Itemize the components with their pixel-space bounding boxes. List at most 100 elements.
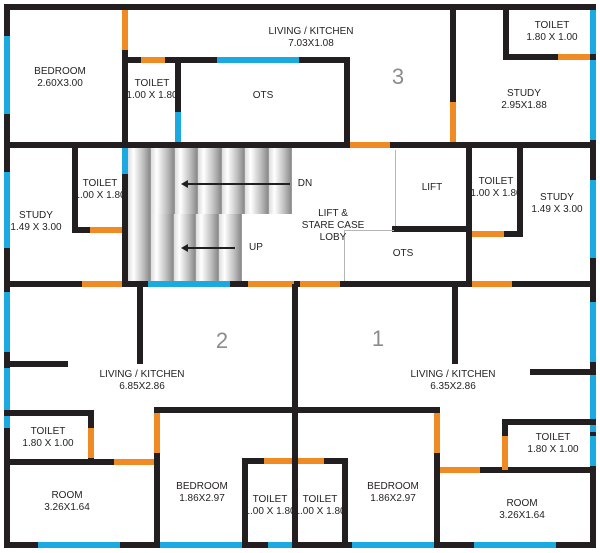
room-label-lobby: LIFT & STARE CASE LOBY xyxy=(301,208,365,243)
lift-partition xyxy=(395,150,396,228)
wall xyxy=(72,145,78,233)
room-label-room: ROOM 3.26X1.64 xyxy=(499,498,545,521)
room-label-toilet: TOILET 1.00 X 1.80 xyxy=(470,176,522,199)
window xyxy=(590,60,596,140)
ots-partition xyxy=(344,230,394,231)
wall xyxy=(344,57,350,145)
room-label-toilet: TOILET 1.00 X 1.80 xyxy=(74,178,126,201)
wall xyxy=(4,142,596,148)
window xyxy=(474,542,556,548)
room-label-living-kitchen: LIVING / KITCHEN 7.03X1.08 xyxy=(268,26,354,49)
window xyxy=(217,57,299,63)
wall xyxy=(450,4,456,148)
arrow-left-icon xyxy=(181,244,235,251)
window xyxy=(148,281,230,287)
wall xyxy=(4,410,94,416)
door xyxy=(90,227,122,233)
room-label-study: STUDY 1.49 X 3.00 xyxy=(10,210,62,233)
window xyxy=(352,542,434,548)
outer-wall-left xyxy=(4,4,10,548)
door xyxy=(300,281,340,287)
wall xyxy=(466,145,472,287)
room-label-toilet: TOILET 1.80 X 1.00 xyxy=(22,426,74,449)
unit-number-3: 3 xyxy=(391,64,405,89)
window xyxy=(590,302,596,362)
window xyxy=(268,542,294,548)
door xyxy=(154,413,160,453)
door xyxy=(88,428,94,458)
outer-wall-top xyxy=(4,4,596,10)
door xyxy=(298,458,324,464)
door xyxy=(472,281,512,287)
room-label-bedroom: BEDROOM 1.86X2.97 xyxy=(367,481,419,504)
room-label-ots: OTS xyxy=(252,90,274,101)
door xyxy=(141,57,165,63)
stair-step xyxy=(245,148,269,214)
door xyxy=(434,413,440,453)
door xyxy=(122,10,128,50)
ots-partition xyxy=(344,230,345,284)
wall xyxy=(502,419,596,425)
room-label-study: STUDY 1.49 X 3.00 xyxy=(531,192,583,215)
wall xyxy=(242,458,248,548)
room-label-toilet: TOILET 1.00 X 1.80 xyxy=(126,78,178,101)
wall xyxy=(392,226,470,232)
room-label-toilet: TOILET 1.00 X 1.80 xyxy=(244,494,296,517)
window xyxy=(4,292,10,352)
stair-up-label: UP xyxy=(249,242,263,253)
stair-step xyxy=(150,214,174,282)
door xyxy=(114,459,154,465)
window xyxy=(590,10,596,54)
room-label-bedroom: BEDROOM 1.86X2.97 xyxy=(176,481,228,504)
window xyxy=(4,368,10,428)
wall xyxy=(175,57,181,145)
wall xyxy=(452,284,458,364)
wall xyxy=(137,284,143,364)
window xyxy=(160,542,242,548)
room-label-room: ROOM 3.26X1.64 xyxy=(44,490,90,513)
unit-number-1: 1 xyxy=(371,326,385,351)
stair-step xyxy=(128,148,152,214)
door xyxy=(472,231,504,237)
arrow-left-icon xyxy=(181,180,290,187)
outer-wall-bottom xyxy=(4,542,596,548)
unit-number-2: 2 xyxy=(215,328,229,353)
door xyxy=(264,458,292,464)
wall xyxy=(503,4,509,60)
wall xyxy=(292,407,436,413)
window xyxy=(4,172,10,248)
wall xyxy=(434,467,596,473)
window xyxy=(590,180,596,258)
stair-step xyxy=(128,214,151,282)
stair-down-label: DN xyxy=(297,178,313,189)
wall xyxy=(342,458,348,548)
wall xyxy=(292,284,298,548)
window xyxy=(122,148,128,174)
stair-step xyxy=(198,148,222,214)
room-label-toilet: TOILET 1.80 X 1.00 xyxy=(527,432,579,455)
stair-step xyxy=(151,148,175,214)
window xyxy=(175,112,181,142)
wall xyxy=(154,407,298,413)
window xyxy=(38,542,120,548)
room-label-living-kitchen: LIVING / KITCHEN 6.85X2.86 xyxy=(99,369,185,392)
door xyxy=(558,54,590,60)
door xyxy=(350,142,390,148)
room-label-toilet: TOILET 1.80 X 1.00 xyxy=(526,20,578,43)
wall xyxy=(154,407,160,548)
outer-wall-right xyxy=(590,4,596,548)
window xyxy=(590,372,596,432)
room-label-ots: OTS xyxy=(392,248,414,259)
wall xyxy=(434,407,440,548)
room-label-bedroom: BEDROOM 2.60X3.00 xyxy=(34,66,86,89)
stair-step xyxy=(268,148,292,214)
room-label-lift: LIFT xyxy=(421,182,443,193)
door xyxy=(440,467,480,473)
door xyxy=(502,436,508,470)
door xyxy=(82,281,122,287)
wall xyxy=(503,54,596,60)
wall xyxy=(517,145,523,237)
door xyxy=(248,281,294,287)
room-label-living-kitchen: LIVING / KITCHEN 6.35X2.86 xyxy=(410,369,496,392)
